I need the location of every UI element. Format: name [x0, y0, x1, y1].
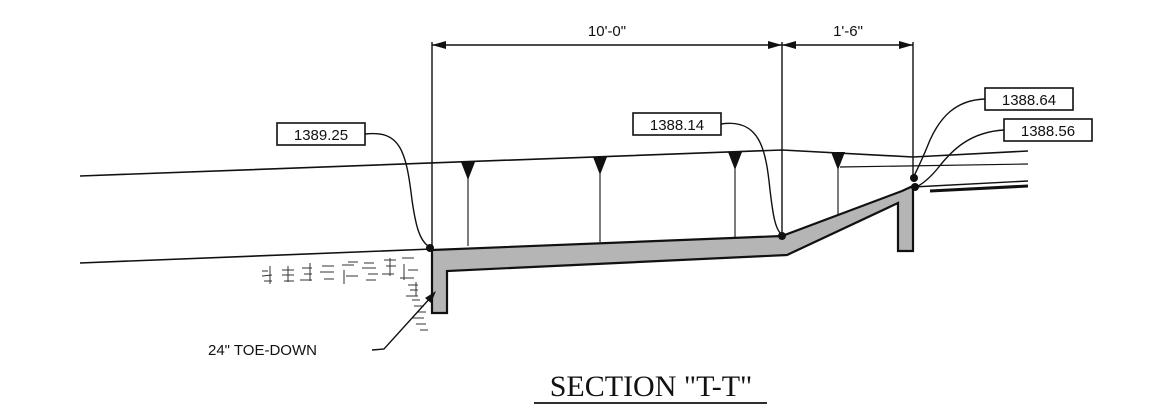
leader-lower-right	[917, 129, 1005, 187]
point-left	[426, 244, 434, 252]
concrete-channel-section	[430, 184, 915, 315]
toe-down-note: 24" TOE-DOWN	[208, 342, 317, 359]
left-ground-line	[79, 248, 433, 264]
leader-toe-down	[371, 295, 433, 351]
elevation-left-label: 1389.25	[294, 127, 348, 144]
dimension-line	[431, 41, 914, 250]
water-surface-line	[79, 149, 1029, 177]
section-title: SECTION "T-T"	[550, 370, 753, 403]
point-upper-right	[910, 174, 918, 182]
right-ground-lines	[912, 180, 1029, 193]
leader-left	[364, 132, 429, 247]
elevation-lower-right-label: 1388.56	[1021, 123, 1075, 140]
elevation-middle-label: 1388.14	[650, 117, 704, 134]
elevation-upper-right-label: 1388.64	[1002, 92, 1056, 109]
dimension-left-label: 10'-0"	[588, 23, 626, 40]
leader-middle	[720, 122, 782, 235]
soil-hatch	[261, 257, 428, 331]
point-middle	[778, 232, 786, 240]
upper-right-ground-line	[839, 163, 1029, 168]
leader-upper-right	[913, 98, 986, 177]
point-lower-right	[911, 183, 919, 191]
toe-down-arrowhead	[425, 291, 436, 303]
dimension-right-label: 1'-6"	[833, 23, 863, 40]
water-level-markers	[461, 152, 845, 246]
